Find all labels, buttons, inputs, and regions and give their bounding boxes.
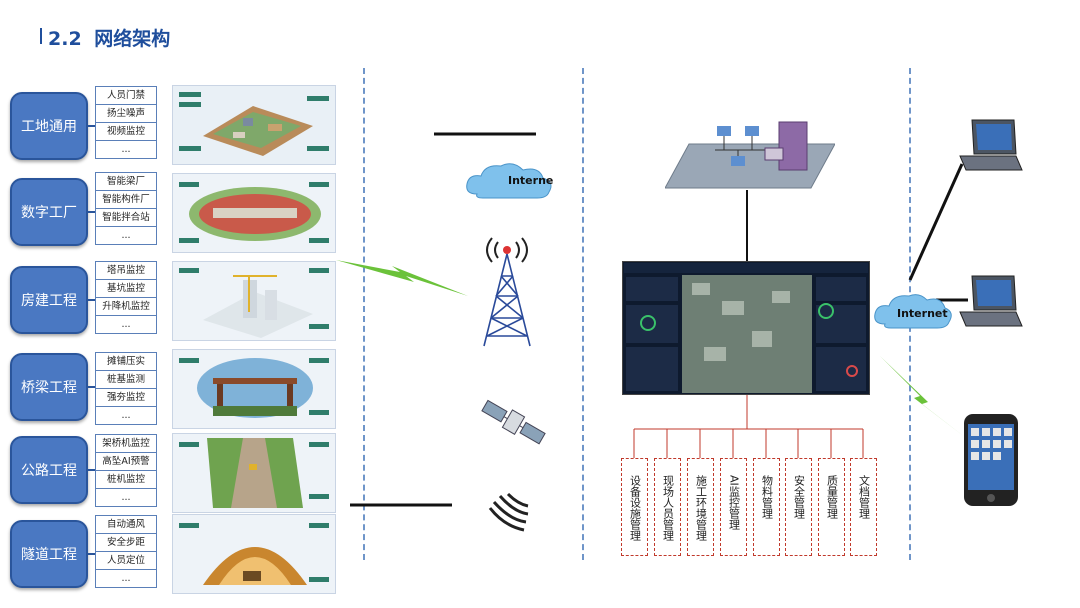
category-item: 智能拌合站 xyxy=(96,209,156,227)
category-item: ... xyxy=(121,144,131,155)
network-links xyxy=(336,132,536,507)
bridge-construction-image xyxy=(172,349,336,429)
category-box: 隧道工程 xyxy=(10,520,88,588)
category-item: 自动通风 xyxy=(96,516,156,534)
category-item: 智能梁厂 xyxy=(96,173,156,191)
category-box: 桥梁工程 xyxy=(10,353,88,421)
category-item: 桩基监测 xyxy=(96,371,156,389)
category-item-list: 自动通风安全步距人员定位... xyxy=(95,515,157,588)
category-connector xyxy=(86,125,95,127)
digital-factory-image xyxy=(172,173,336,253)
page-title: 2.2 网络架构 xyxy=(48,24,170,51)
divider-2 xyxy=(582,68,584,560)
cloud-label-right: Internet xyxy=(897,307,948,320)
category-item: 桩机监控 xyxy=(96,471,156,489)
management-module: 设备设施管理 xyxy=(621,458,648,556)
category-item: 升降机监控 xyxy=(96,298,156,316)
category-item: 人员定位 xyxy=(96,552,156,570)
category-item: 塔吊监控 xyxy=(96,262,156,280)
section-title: 网络架构 xyxy=(94,28,171,50)
cloud-icon-right xyxy=(874,294,952,329)
smartphone-icon xyxy=(964,414,1018,506)
server-network-icon xyxy=(665,121,835,189)
category-item: ... xyxy=(121,492,131,503)
category-item: 智能构件厂 xyxy=(96,191,156,209)
satellite-icon xyxy=(481,399,546,445)
category-item: 基坑监控 xyxy=(96,280,156,298)
category-item: 人员门禁 xyxy=(96,87,156,105)
category-item-list: 摊铺压实桩基监测强夯监控... xyxy=(95,352,157,425)
management-module: 安全管理 xyxy=(785,458,812,556)
divider-1 xyxy=(363,68,365,560)
category-item-list: 架桥机监控高坠AI预警桩机监控... xyxy=(95,434,157,507)
dashboard-screen xyxy=(622,261,870,395)
category-connector xyxy=(86,299,95,301)
category-item: 高坠AI预警 xyxy=(96,453,156,471)
category-item: ... xyxy=(121,573,131,584)
lightning-link-icon xyxy=(880,356,966,438)
management-module-label: 质量管理 xyxy=(825,475,839,519)
building-construction-image xyxy=(172,261,336,341)
category-item: ... xyxy=(121,230,131,241)
category-item: 扬尘噪声 xyxy=(96,105,156,123)
section-number: 2.2 xyxy=(48,28,82,50)
title-accent-bar xyxy=(40,28,42,44)
category-item-list: 智能梁厂智能构件厂智能拌合站... xyxy=(95,172,157,245)
management-module: 现场人员管理 xyxy=(654,458,681,556)
management-module-label: AI监控管理 xyxy=(727,475,741,530)
management-module: 质量管理 xyxy=(818,458,845,556)
category-item: ... xyxy=(121,319,131,330)
wireless-signal-icon xyxy=(488,492,529,532)
site-general-image xyxy=(172,85,336,165)
management-module-label: 设备设施管理 xyxy=(628,475,642,541)
category-connector xyxy=(86,211,95,213)
management-module: 物料管理 xyxy=(753,458,780,556)
laptop-icon-1 xyxy=(959,119,1023,171)
category-item: 视频监控 xyxy=(96,123,156,141)
category-item-list: 人员门禁扬尘噪声视频监控... xyxy=(95,86,157,159)
management-module: 文档管理 xyxy=(850,458,877,556)
module-tree-lines xyxy=(633,395,864,458)
category-item-list: 塔吊监控基坑监控升降机监控... xyxy=(95,261,157,334)
tunnel-construction-image xyxy=(172,514,336,594)
category-connector xyxy=(86,553,95,555)
management-module: AI监控管理 xyxy=(720,458,747,556)
cloud-label-left: Interne xyxy=(508,174,554,187)
server-to-dashboard-link xyxy=(746,190,748,262)
category-item: 架桥机监控 xyxy=(96,435,156,453)
category-box: 公路工程 xyxy=(10,436,88,504)
category-connector xyxy=(86,386,95,388)
category-box: 数字工厂 xyxy=(10,178,88,246)
management-module-label: 安全管理 xyxy=(792,475,806,519)
category-item: 强夯监控 xyxy=(96,389,156,407)
cell-tower-icon xyxy=(483,237,531,347)
cloud-icon-left xyxy=(466,163,552,199)
internet-links xyxy=(908,163,968,302)
category-item: 摊铺压实 xyxy=(96,353,156,371)
management-module: 施工环境管理 xyxy=(687,458,714,556)
category-box: 房建工程 xyxy=(10,266,88,334)
laptop-icon-2 xyxy=(959,275,1023,327)
management-module-label: 文档管理 xyxy=(857,475,871,519)
management-module-label: 现场人员管理 xyxy=(661,475,675,541)
category-box: 工地通用 xyxy=(10,92,88,160)
management-module-label: 物料管理 xyxy=(760,475,774,519)
category-item: 安全步距 xyxy=(96,534,156,552)
category-item: ... xyxy=(121,410,131,421)
category-connector xyxy=(86,469,95,471)
highway-construction-image xyxy=(172,433,336,513)
management-module-label: 施工环境管理 xyxy=(694,475,708,541)
